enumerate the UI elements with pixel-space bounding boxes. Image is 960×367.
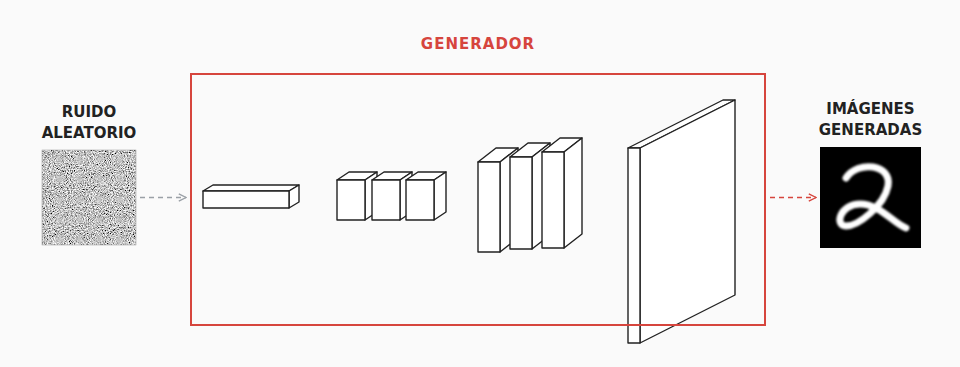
layer-face [434, 172, 446, 220]
generated-output: IMÁGENES GENERADAS [820, 147, 921, 248]
generator-box: GENERADOR [190, 73, 766, 326]
layer-face [289, 185, 299, 208]
layer-block [406, 172, 446, 220]
layer-face [478, 162, 500, 252]
node-heading: RUIDO ALEATORIO [42, 102, 137, 144]
layer-face [203, 185, 299, 191]
noise-image [42, 150, 136, 245]
layer-face [406, 180, 434, 220]
flow-arrow [770, 197, 816, 199]
layer-face [337, 180, 365, 220]
flow-arrow [140, 197, 186, 199]
layer-face [510, 157, 532, 249]
layer-block [542, 138, 582, 248]
noise-border [42, 150, 136, 245]
layer-face [372, 180, 400, 220]
output-image [820, 147, 921, 248]
layer-face [628, 148, 640, 343]
node-heading: GENERADOR [421, 34, 535, 55]
layer-face [640, 100, 735, 343]
layer-face [203, 191, 289, 208]
generated-digit [840, 167, 906, 228]
noise-input: RUIDO ALEATORIO [42, 150, 136, 245]
layer-face [564, 138, 582, 248]
node-heading: IMÁGENES GENERADAS [819, 99, 922, 141]
layer-block [628, 100, 735, 343]
layer-face [542, 152, 564, 248]
layer-block [203, 185, 299, 208]
layer-block [337, 172, 377, 220]
network-layers [203, 100, 735, 343]
